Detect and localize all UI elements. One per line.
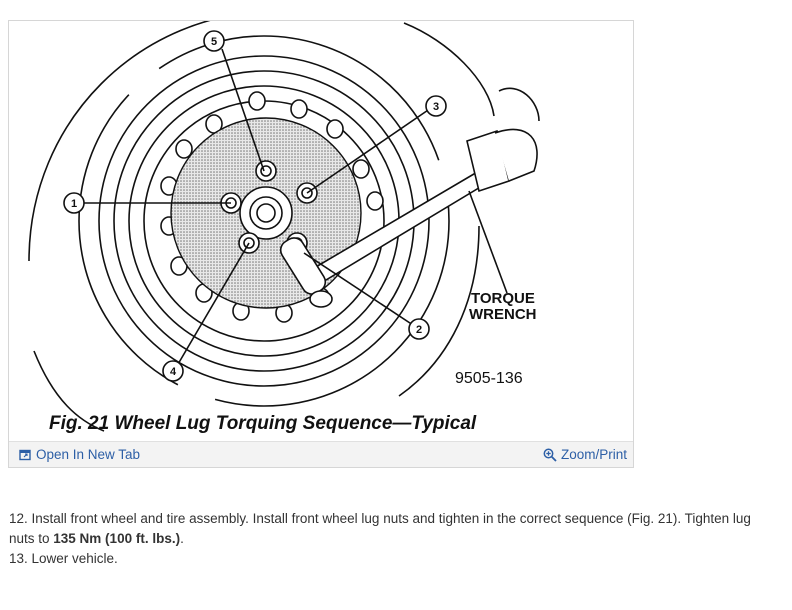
step-12-text: 12. Install front wheel and tire assembl… <box>9 511 751 546</box>
callout-4: 4 <box>170 366 177 378</box>
open-in-new-tab-label: Open In New Tab <box>36 447 141 462</box>
figure-container: 5 3 1 4 2 TORQUE WRENCH 9505-136 Fig. 21… <box>8 20 634 468</box>
step-13: 13. Lower vehicle. <box>9 549 779 569</box>
tire-outline <box>28 21 212 262</box>
figure-id: 9505-136 <box>455 370 523 387</box>
wrench-label-line2: WRENCH <box>469 306 537 323</box>
callout-5: 5 <box>211 36 217 48</box>
open-new-tab-icon <box>19 449 32 461</box>
open-in-new-tab-link[interactable]: Open In New Tab <box>19 447 140 462</box>
wrench-label-line1: TORQUE <box>471 290 535 307</box>
callout-3: 3 <box>433 101 439 113</box>
callout-1: 1 <box>71 198 77 210</box>
callout-2: 2 <box>416 324 422 336</box>
torque-wrench <box>279 87 540 308</box>
torque-spec: 135 Nm (100 ft. lbs.) <box>53 531 181 546</box>
instructions-text: 12. Install front wheel and tire assembl… <box>9 509 779 569</box>
magnifier-plus-icon <box>543 448 557 462</box>
rim-holes <box>160 91 384 323</box>
step-12: 12. Install front wheel and tire assembl… <box>9 509 779 549</box>
step-12-end: . <box>180 531 184 546</box>
figure-caption: Fig. 21 Wheel Lug Torquing Sequence—Typi… <box>49 413 477 434</box>
wheel-lug-torquing-diagram: 5 3 1 4 2 TORQUE WRENCH 9505-136 Fig. 21… <box>28 21 540 434</box>
figure-toolbar: Open In New Tab Zoom/Print <box>9 441 633 467</box>
zoom-print-link[interactable]: Zoom/Print <box>543 447 627 462</box>
step-13-text: 13. Lower vehicle. <box>9 551 118 566</box>
zoom-print-label: Zoom/Print <box>560 447 627 462</box>
